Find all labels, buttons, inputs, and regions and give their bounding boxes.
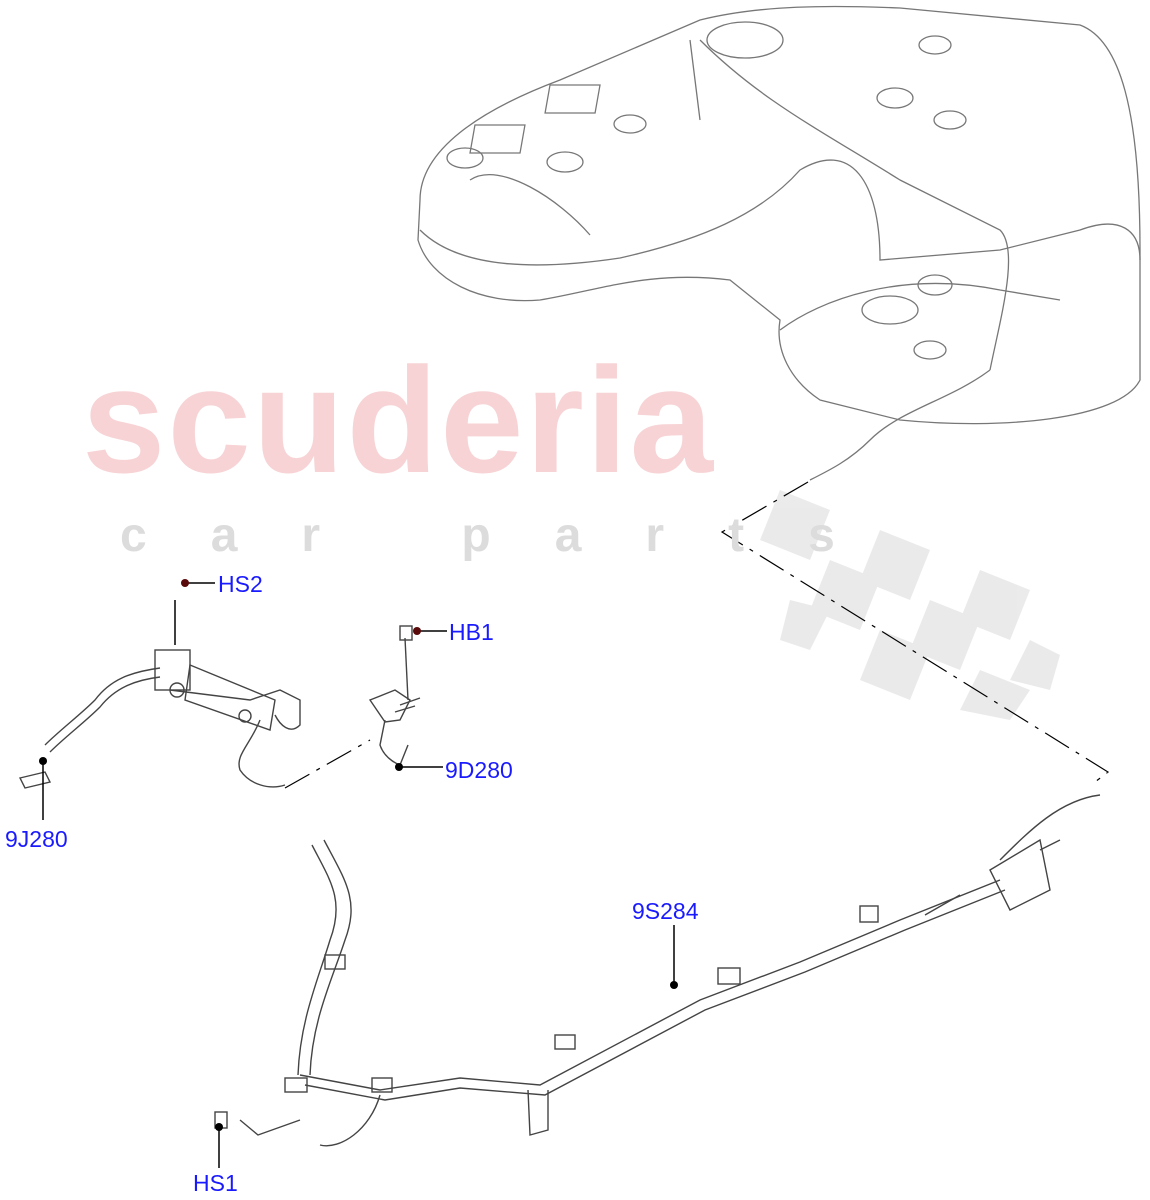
- callout-hb1[interactable]: HB1: [449, 619, 494, 645]
- callout-hs1[interactable]: HS1: [193, 1170, 238, 1196]
- callout-9d280[interactable]: 9D280: [445, 757, 513, 783]
- pressure-sensor-bracket: [368, 625, 421, 766]
- fuel-rail-assembly: [18, 649, 301, 789]
- fuel-tank: [417, 5, 1141, 481]
- callout-9s284[interactable]: 9S284: [632, 898, 699, 924]
- leader-dots: [39, 579, 678, 1131]
- watermark-brand: scuderia: [82, 336, 715, 504]
- fuel-line-assembly: [214, 794, 1101, 1147]
- leader-lines: [42, 582, 675, 1168]
- callout-9j280[interactable]: 9J280: [5, 826, 68, 852]
- watermark-sub: car parts: [120, 509, 899, 562]
- callout-hs2[interactable]: HS2: [218, 571, 263, 597]
- checker-watermark: [760, 490, 1060, 720]
- dash-dot-lines: [284, 481, 1110, 789]
